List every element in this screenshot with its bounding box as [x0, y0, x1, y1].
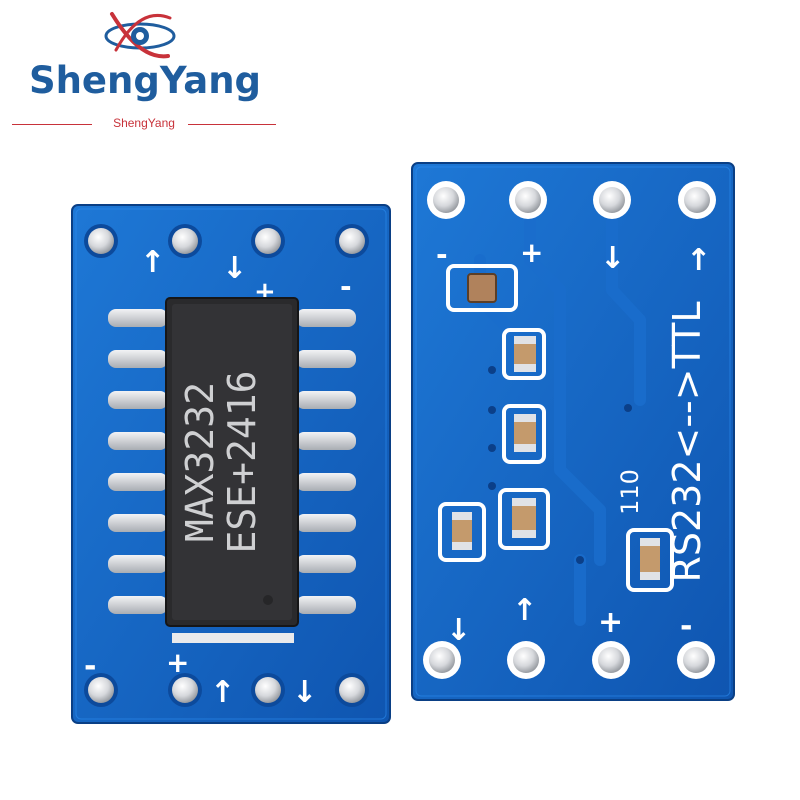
back-top-mark-plus: +: [520, 236, 543, 269]
back-bottom-pads: [423, 641, 715, 679]
back-top-mark-down: ↓: [600, 241, 625, 276]
chip-line-1: MAX3232: [178, 382, 222, 542]
back-top-markings: - + ↓ ↑: [436, 236, 711, 278]
eye-emblem-icon: [104, 12, 176, 59]
brand-rule-right: [188, 124, 276, 125]
back-top-mark-minus: -: [436, 238, 448, 271]
back-bottom-markings: ↓ ↑ + -: [446, 593, 692, 648]
brand-subtitle: ShengYang: [113, 116, 175, 130]
front-top-pads: [84, 224, 369, 258]
back-bottom-mark-down: ↓: [446, 613, 471, 648]
rs232-ttl-label: RS232<-->TTL: [665, 301, 709, 582]
back-vias: [488, 366, 632, 564]
back-silkscreen: RS232<-->TTL 110: [616, 301, 709, 582]
board-back: - + ↓ ↑: [411, 162, 735, 701]
back-bottom-mark-plus: +: [598, 605, 623, 640]
front-top-mark-down: ↓: [222, 251, 247, 286]
component-code-label: 110: [616, 469, 644, 515]
back-top-pads: [427, 181, 716, 219]
back-bottom-mark-minus: -: [680, 609, 692, 644]
back-bottom-mark-up: ↑: [512, 593, 537, 628]
back-top-mark-up: ↑: [686, 243, 711, 278]
brand-logo: ShengYang ShengYang: [0, 0, 290, 150]
front-bottom-mark-plus: +: [166, 646, 189, 679]
front-top-mark-up: ↑: [140, 245, 165, 280]
chip-line-2: ESE+2416: [220, 370, 264, 553]
front-chip-pins: [108, 309, 356, 614]
front-bottom-markings: - + ↑ ↓: [84, 646, 317, 710]
front-top-mark-minus: -: [340, 270, 352, 303]
front-bottom-pads: [84, 673, 369, 707]
board-front: ↑ ↓ + - MAX: [71, 204, 391, 724]
back-smd-components: [438, 264, 674, 592]
brand-rule-left: [12, 124, 92, 125]
front-bottom-mark-down: ↓: [292, 675, 317, 710]
chip-text: MAX3232 ESE+2416: [178, 370, 264, 553]
chip-silkscreen-bar: [172, 633, 294, 643]
brand-name: ShengYang: [28, 59, 262, 102]
front-bottom-mark-up: ↑: [210, 675, 235, 710]
